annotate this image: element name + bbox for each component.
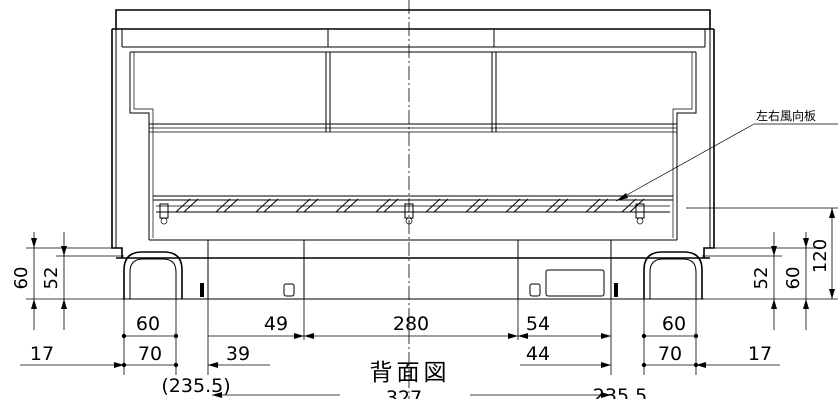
part-label: 左右風向板 [756,108,816,123]
right-dim-17: 17 [748,343,772,365]
dim-row-3 [212,392,611,398]
louver-assembly [153,195,673,225]
center-dim-280: 280 [393,313,429,335]
left-dim-17: 17 [30,343,54,365]
base [122,240,704,300]
center-dim-44: 44 [526,343,550,365]
right-vertical-dims [686,207,838,330]
left-vertical-dims [26,232,124,330]
right-dim-70: 70 [658,343,682,365]
right-foot [643,251,703,299]
vanes [175,198,645,213]
left-foot [123,251,183,299]
right-dim-120-vertical: 120 [810,239,831,273]
left-dim-52-vertical: 52 [41,267,62,290]
dim-row-2 [20,362,780,368]
part-label-leader [615,123,838,202]
left-dim-60-vertical: 60 [11,267,32,290]
left-dim-60-foot: 60 [136,313,160,335]
center-dim-54: 54 [526,313,550,335]
center-dim-39: 39 [226,343,250,365]
right-dim-235-5: 235.5 [593,385,647,399]
right-dim-52-vertical: 52 [751,267,772,290]
center-dim-327: 327 [386,387,422,399]
unit-body [111,9,715,259]
right-dim-60-vertical: 60 [783,267,804,290]
center-dim-49: 49 [264,313,288,335]
left-dim-235-5-paren: (235.5) [161,375,230,397]
left-dim-70: 70 [138,343,162,365]
dim-row-1 [121,333,699,339]
view-title: 背面図 [370,360,451,386]
right-dim-60-foot: 60 [662,313,686,335]
